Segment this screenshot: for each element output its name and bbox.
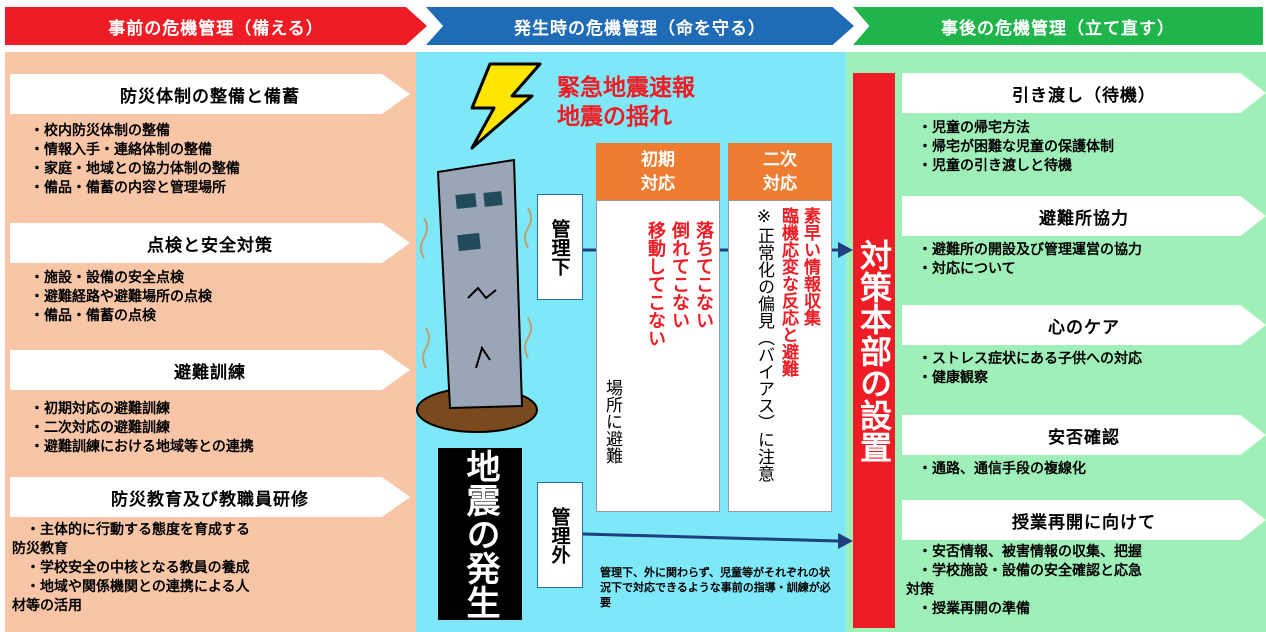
initial-red-1: 落ちてこない [693, 221, 714, 329]
left-section-title-3: 避難訓練 [10, 350, 410, 390]
under-control-box: 管理下 [537, 194, 583, 300]
initial-response-box: 落ちてこない 倒れてこない 移動してこない 場所に避難 [596, 200, 720, 512]
earthquake-occurrence-box: 地震の発生 [438, 448, 522, 620]
list-item: ・避難経路や避難場所の点検 [30, 289, 212, 305]
list-item: ・対応について [918, 261, 1016, 277]
secondary-red-2: 臨機応変な反応と避難 [778, 207, 798, 377]
list-item: ・避難所の開設及び管理運営の協力 [918, 242, 1142, 258]
list-item: ・学校施設・設備の安全確認と応急 [918, 563, 1142, 579]
left-section-title-4: 防災教育及び教職員研修 [10, 477, 410, 517]
list-item: ・家庭・地域との協力体制の整備 [30, 161, 240, 177]
initial-red-3: 移動してこない [645, 221, 666, 347]
list-item: ・学校安全の中核となる教員の養成 [12, 560, 250, 576]
list-item: ・避難訓練における地域等との連携 [30, 439, 254, 455]
right-section-items-5: ・安否情報、被害情報の収集、把握 ・学校施設・設備の安全確認と応急 対策 ・授業… [906, 543, 1142, 619]
secondary-black: ※正常化の偏見（バイアス）に注意 [754, 207, 774, 482]
initial-response-header: 初期 対応 [596, 143, 720, 200]
list-item: 防災教育 [12, 541, 68, 557]
alert-line-1: 緊急地震速報 [557, 75, 695, 101]
list-item: ・情報入手・連絡体制の整備 [30, 142, 212, 158]
right-section-title-1: 引き渡し（待機） [902, 73, 1266, 113]
left-section-title-1: 防災体制の整備と備蓄 [10, 74, 410, 114]
right-section-items-3: ・ストレス症状にある子供への対応 ・健康観察 [918, 350, 1142, 388]
before-panel [5, 52, 416, 632]
secondary-response-box: 素早い情報収集 臨機応変な反応と避難 ※正常化の偏見（バイアス）に注意 [728, 200, 832, 512]
list-item: ・備品・備蓄の内容と管理場所 [30, 180, 226, 196]
shaking-building-icon [416, 158, 538, 433]
right-section-title-3: 心のケア [902, 305, 1266, 345]
list-item: ・備品・備蓄の点検 [30, 308, 156, 324]
outside-control-box: 管理外 [537, 482, 583, 588]
list-item: ・授業再開の準備 [918, 601, 1030, 617]
list-item: ・二次対応の避難訓練 [30, 420, 170, 436]
list-item: ・ストレス症状にある子供への対応 [918, 351, 1142, 367]
list-item: ・初期対応の避難訓練 [30, 401, 170, 417]
left-section-items-4: ・主体的に行動する態度を育成する 防災教育 ・学校安全の中核となる教員の養成 ・… [12, 521, 250, 616]
list-item: 材等の活用 [12, 598, 82, 614]
initial-black: 場所に避難 [602, 379, 622, 464]
list-item: ・安否情報、被害情報の収集、把握 [918, 544, 1142, 560]
alert-text: 緊急地震速報 地震の揺れ [557, 74, 695, 132]
right-section-title-2: 避難所協力 [902, 196, 1266, 236]
header-during: 発生時の危機管理（命を守る） [426, 7, 854, 45]
list-item: ・地域や関係機関との連携による人 [12, 579, 250, 595]
secondary-response-header: 二次 対応 [728, 143, 832, 200]
list-item: ・児童の引き渡しと待機 [918, 158, 1072, 174]
list-item: 対策 [906, 582, 934, 598]
alert-line-2: 地震の揺れ [557, 104, 672, 130]
list-item: ・校内防災体制の整備 [30, 123, 170, 139]
list-item: ・健康観察 [918, 370, 988, 386]
list-item: ・児童の帰宅方法 [918, 120, 1030, 136]
header-after: 事後の危機管理（立て直す） [853, 7, 1263, 45]
right-section-items-1: ・児童の帰宅方法 ・帰宅が困難な児童の保護体制 ・児童の引き渡しと待機 [918, 119, 1114, 176]
header-before: 事前の危機管理（備える） [5, 7, 427, 45]
left-section-items-1: ・校内防災体制の整備 ・情報入手・連絡体制の整備 ・家庭・地域との協力体制の整備… [30, 122, 240, 198]
lightning-icon [470, 62, 542, 150]
right-section-title-4: 安否確認 [902, 415, 1266, 455]
left-section-items-3: ・初期対応の避難訓練 ・二次対応の避難訓練 ・避難訓練における地域等との連携 [30, 400, 254, 457]
list-item: ・施設・設備の安全点検 [30, 270, 184, 286]
right-section-items-4: ・通路、通信手段の複線化 [918, 460, 1086, 479]
initial-red-2: 倒れてこない [669, 221, 690, 329]
middle-note: 管理下、外に関わらず、児童等がそれぞれの状況下で対応できるような事前の指導・訓練… [600, 566, 831, 609]
secondary-red-1: 素早い情報収集 [800, 207, 820, 326]
list-item: ・主体的に行動する態度を育成する [12, 522, 250, 538]
left-section-title-2: 点検と安全対策 [10, 223, 410, 263]
list-item: ・帰宅が困難な児童の保護体制 [918, 139, 1114, 155]
right-section-title-5: 授業再開に向けて [902, 500, 1266, 540]
list-item: ・通路、通信手段の複線化 [918, 461, 1086, 477]
right-section-items-2: ・避難所の開設及び管理運営の協力 ・対応について [918, 241, 1142, 279]
headquarters-bar: 対策本部の設置 [853, 73, 895, 628]
left-section-items-2: ・施設・設備の安全点検 ・避難経路や避難場所の点検 ・備品・備蓄の点検 [30, 269, 212, 326]
